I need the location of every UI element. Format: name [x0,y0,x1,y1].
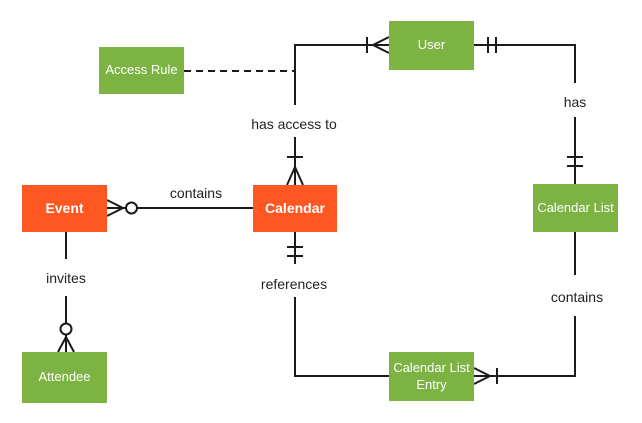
relationship-label-invites: invites [46,270,86,286]
exactly-one-double-tick-icon [487,37,497,53]
exactly-one-double-tick-icon [287,246,303,257]
crow-foot-many-icon [372,36,390,54]
relationship-label-has-access-to: has access to [251,116,337,132]
exactly-one-double-tick-icon [567,156,583,167]
crow-foot-many-icon [106,199,124,217]
entity-access-rule: Access Rule [99,47,184,94]
relationship-line-has-access-to [294,44,389,185]
entity-user: User [389,21,474,70]
entity-attendee: Attendee [22,352,107,403]
relationship-line-has [474,44,576,184]
relationship-label-contains-entries: contains [550,289,604,305]
zero-circle-icon [59,322,73,336]
entity-calendar-list-entry: Calendar List Entry [389,352,474,401]
crow-foot-many-icon [57,336,75,353]
relationship-line-references [294,232,389,377]
entity-event: Event [22,185,107,232]
crow-foot-many-icon [286,166,304,186]
relationship-label-has: has [563,94,587,110]
entity-calendar: Calendar [253,185,337,232]
entity-calendar-list: Calendar List [533,184,618,232]
relationship-line-contains-entries [474,232,576,377]
relationship-label-references: references [260,276,328,292]
crow-foot-many-icon [473,367,491,385]
zero-circle-icon [125,201,138,215]
relationship-label-contains-event: contains [169,185,223,201]
